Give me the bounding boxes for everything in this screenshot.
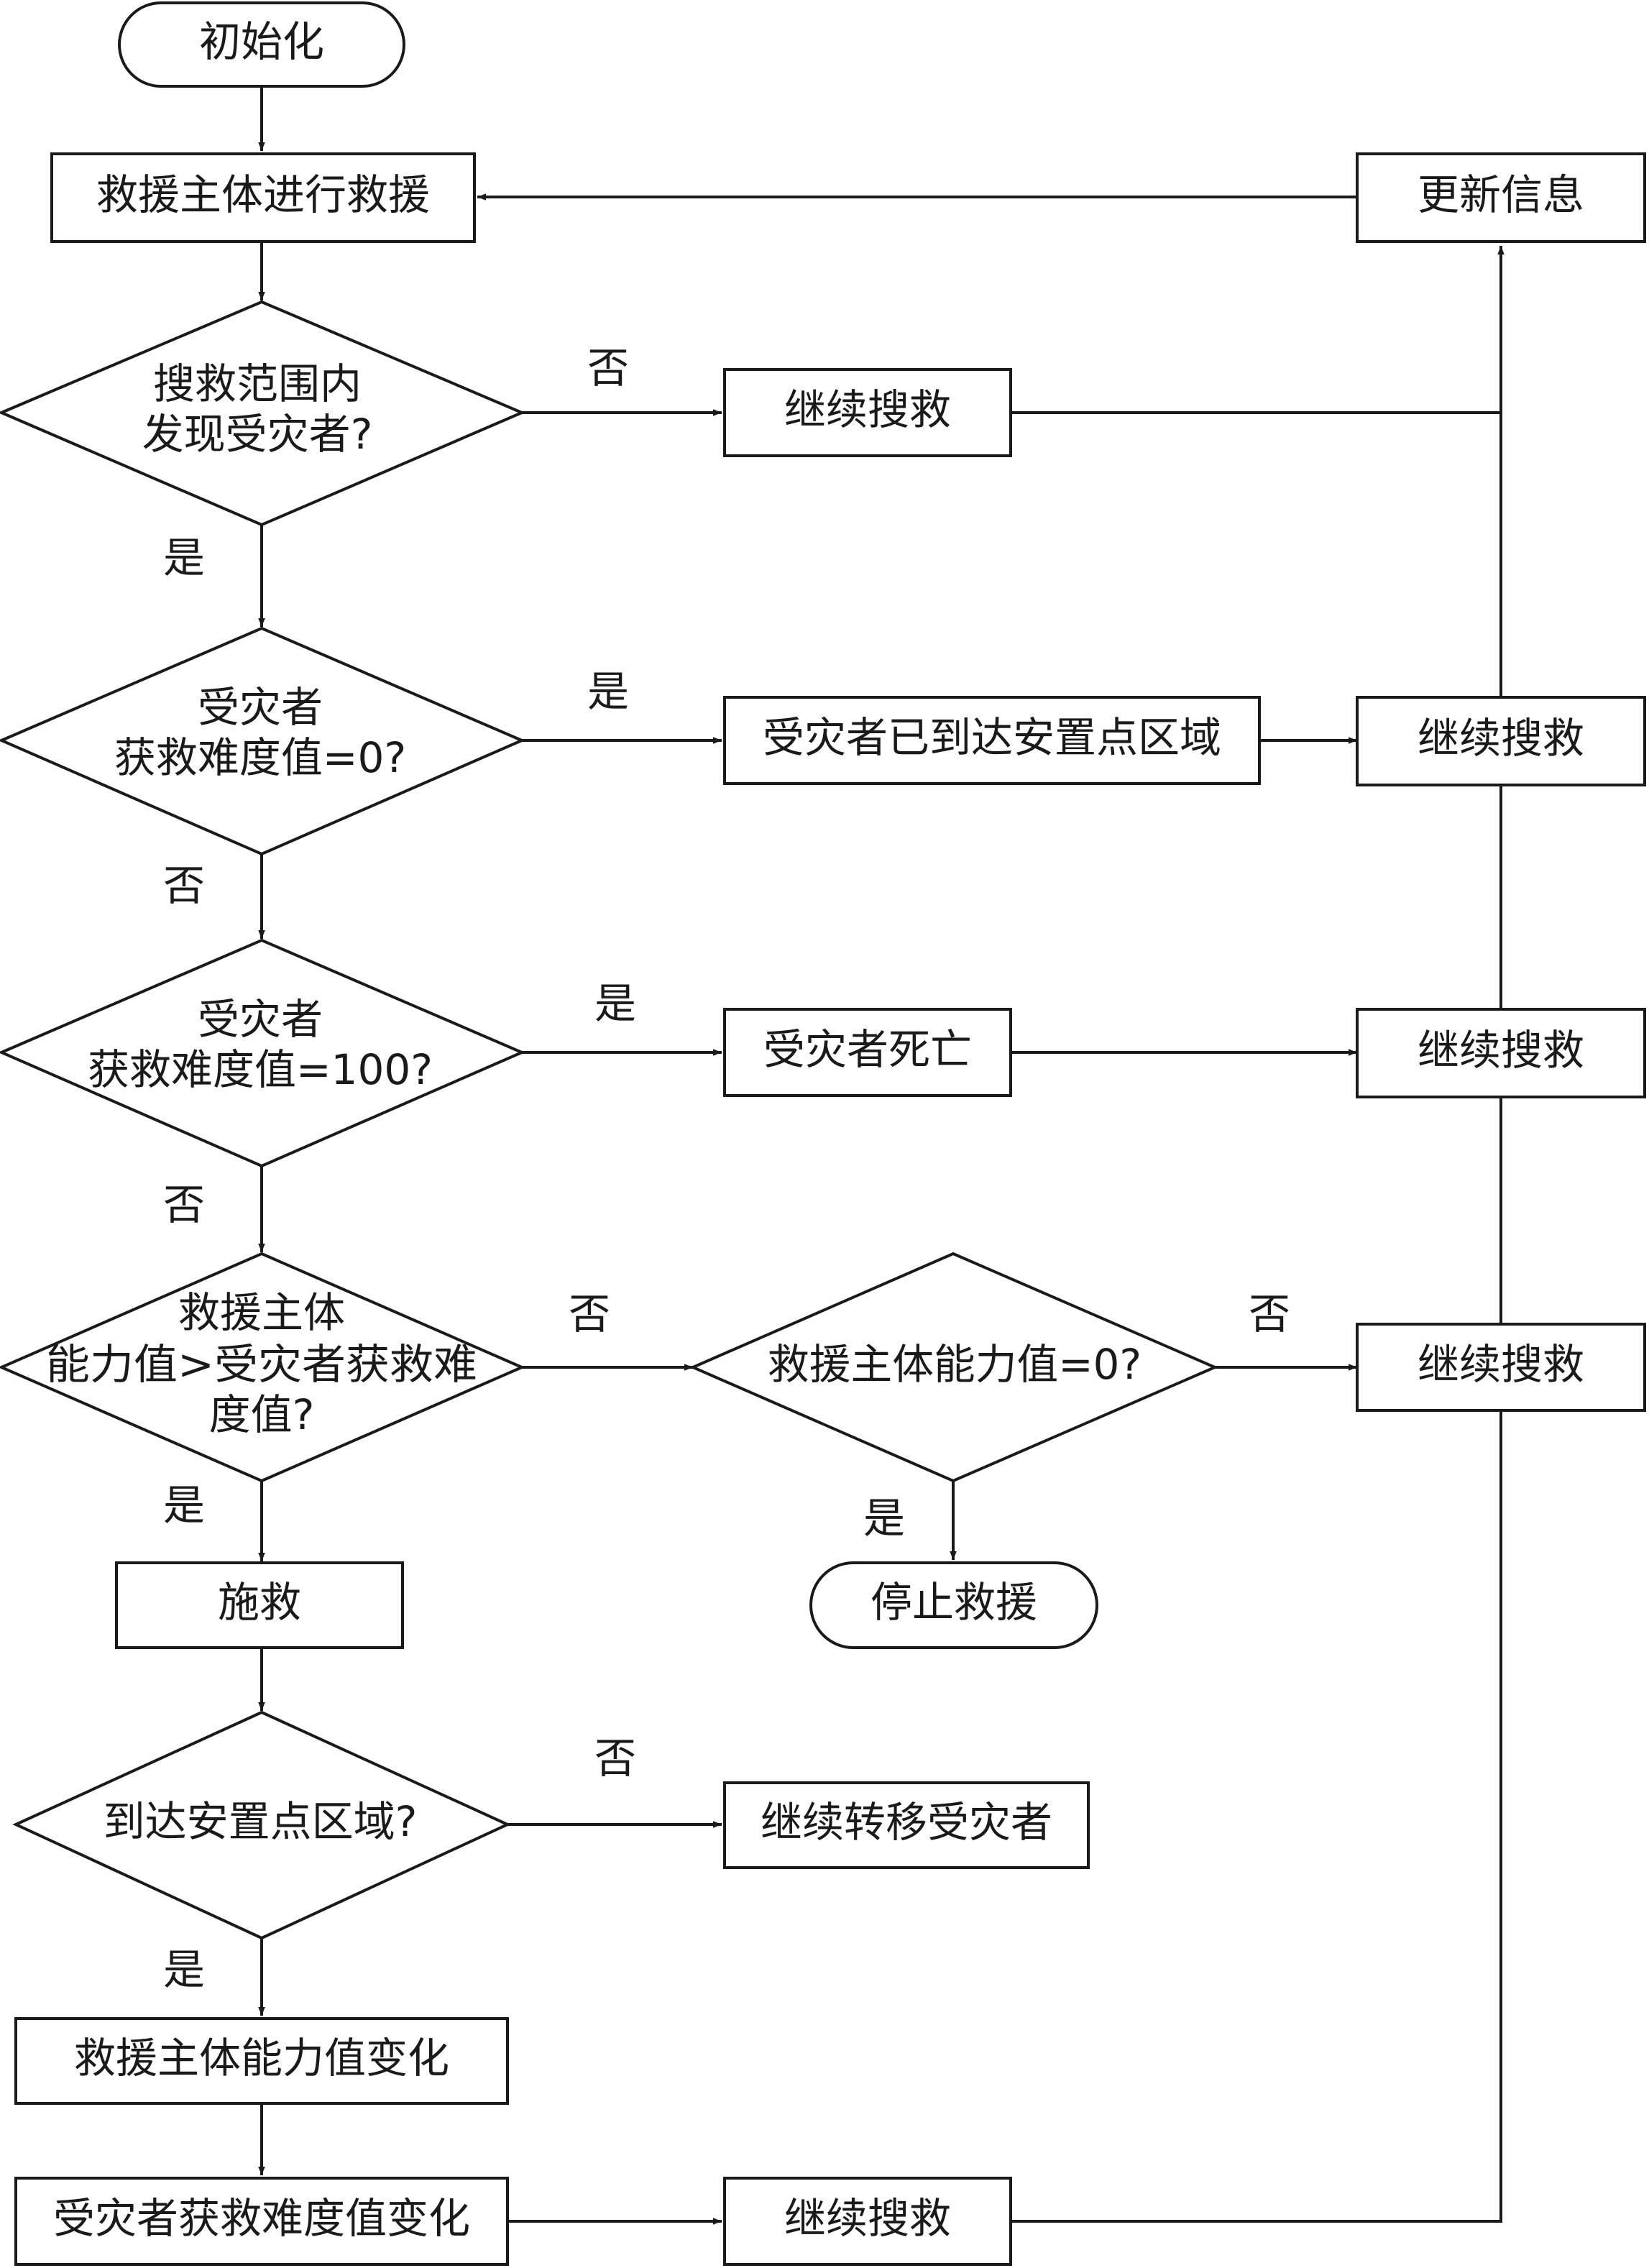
start-terminal: 初始化 [118, 1, 405, 88]
decision-difficulty-hundred: 受灾者 获救难度值=100? [0, 938, 526, 1168]
update-info-label: 更新信息 [1418, 170, 1584, 219]
stop-terminal: 停止救援 [809, 1561, 1098, 1649]
continue-transfer-process: 继续转移受灾者 [723, 1781, 1090, 1869]
start-label: 初始化 [199, 17, 324, 66]
difficulty-change-process: 受灾者获救难度值变化 [14, 2177, 509, 2266]
victim-dead-label: 受灾者死亡 [763, 1025, 972, 1074]
decision-ability-line-3: 度值? [209, 1390, 315, 1439]
victim-arrived-process: 受灾者已到达安置点区域 [723, 696, 1261, 785]
continue-transfer-label: 继续转移受灾者 [761, 1798, 1052, 1847]
rescue-process: 救援主体进行救援 [50, 152, 476, 243]
decision-reached-area: 到达安置点区域? [12, 1710, 511, 1940]
continue-search-process-1: 继续搜救 [723, 368, 1012, 457]
label-d4-yes: 是 [163, 1481, 205, 1530]
decision-ability-zero-label: 救援主体能力值=0? [768, 1340, 1142, 1389]
label-d2-no: 否 [163, 861, 205, 910]
apply-rescue-label: 施救 [218, 1578, 301, 1627]
edges [258, 86, 1505, 2225]
continue-search-label-1: 继续搜救 [784, 385, 951, 434]
label-d5-yes: 是 [863, 1494, 905, 1543]
victim-arrived-label: 受灾者已到达安置点区域 [763, 713, 1221, 762]
continue-search-label-2: 继续搜救 [1418, 714, 1584, 763]
decision-ability-line-1: 救援主体 [178, 1288, 345, 1337]
victim-dead-process: 受灾者死亡 [723, 1008, 1012, 1097]
difficulty-change-label: 受灾者获救难度值变化 [53, 2194, 470, 2243]
edge-continue5-to-bus [1011, 1410, 1502, 2223]
decision-ability-zero: 救援主体能力值=0? [689, 1252, 1219, 1483]
decision-reached-area-label: 到达安置点区域? [104, 1797, 418, 1846]
continue-search-label-3: 继续搜救 [1418, 1026, 1584, 1075]
label-d6-yes: 是 [163, 1945, 205, 1994]
decision-found-victim: 搜救范围内 发现受灾者? [0, 300, 526, 527]
apply-rescue-process: 施救 [115, 1561, 404, 1649]
ability-change-label: 救援主体能力值变化 [74, 2034, 449, 2083]
ability-change-process: 救援主体能力值变化 [14, 2017, 509, 2105]
label-d5-no: 否 [1249, 1290, 1290, 1339]
decision-ability-vs-difficulty: 救援主体 能力值>受灾者获救难 度值? [0, 1252, 525, 1483]
label-d1-yes: 是 [163, 533, 205, 582]
decision-difficulty-hundred-line-2: 获救难度值=100? [88, 1045, 433, 1094]
rescue-label: 救援主体进行救援 [96, 170, 430, 219]
decision-difficulty-zero: 受灾者 获救难度值=0? [0, 626, 526, 856]
continue-search-process-2: 继续搜救 [1356, 696, 1646, 786]
decision-difficulty-zero-line-2: 获救难度值=0? [114, 733, 406, 782]
continue-search-process-4: 继续搜救 [1356, 1323, 1646, 1412]
label-d6-no: 否 [594, 1734, 636, 1783]
decision-ability-line-2: 能力值>受灾者获救难 [46, 1340, 477, 1389]
label-d1-no: 否 [587, 344, 629, 392]
decision-found-victim-line-1: 搜救范围内 [153, 359, 362, 408]
decision-found-victim-line-2: 发现受灾者? [142, 410, 373, 459]
continue-search-process-3: 继续搜救 [1356, 1008, 1646, 1098]
continue-search-process-5: 继续搜救 [723, 2177, 1012, 2266]
label-d2-yes: 是 [587, 667, 629, 716]
edge-labels: 否 是 是 否 是 否 否 是 否 是 否 是 [163, 344, 1290, 1994]
label-d3-yes: 是 [594, 979, 636, 1028]
label-d4-no: 否 [569, 1290, 610, 1339]
decision-difficulty-zero-line-1: 受灾者 [198, 683, 323, 732]
update-info-process: 更新信息 [1356, 152, 1646, 243]
decision-difficulty-hundred-line-1: 受灾者 [198, 995, 323, 1044]
continue-search-label-4: 继续搜救 [1418, 1340, 1584, 1389]
continue-search-label-5: 继续搜救 [784, 2194, 951, 2243]
label-d3-no: 否 [163, 1180, 205, 1229]
stop-label: 停止救援 [871, 1578, 1037, 1627]
